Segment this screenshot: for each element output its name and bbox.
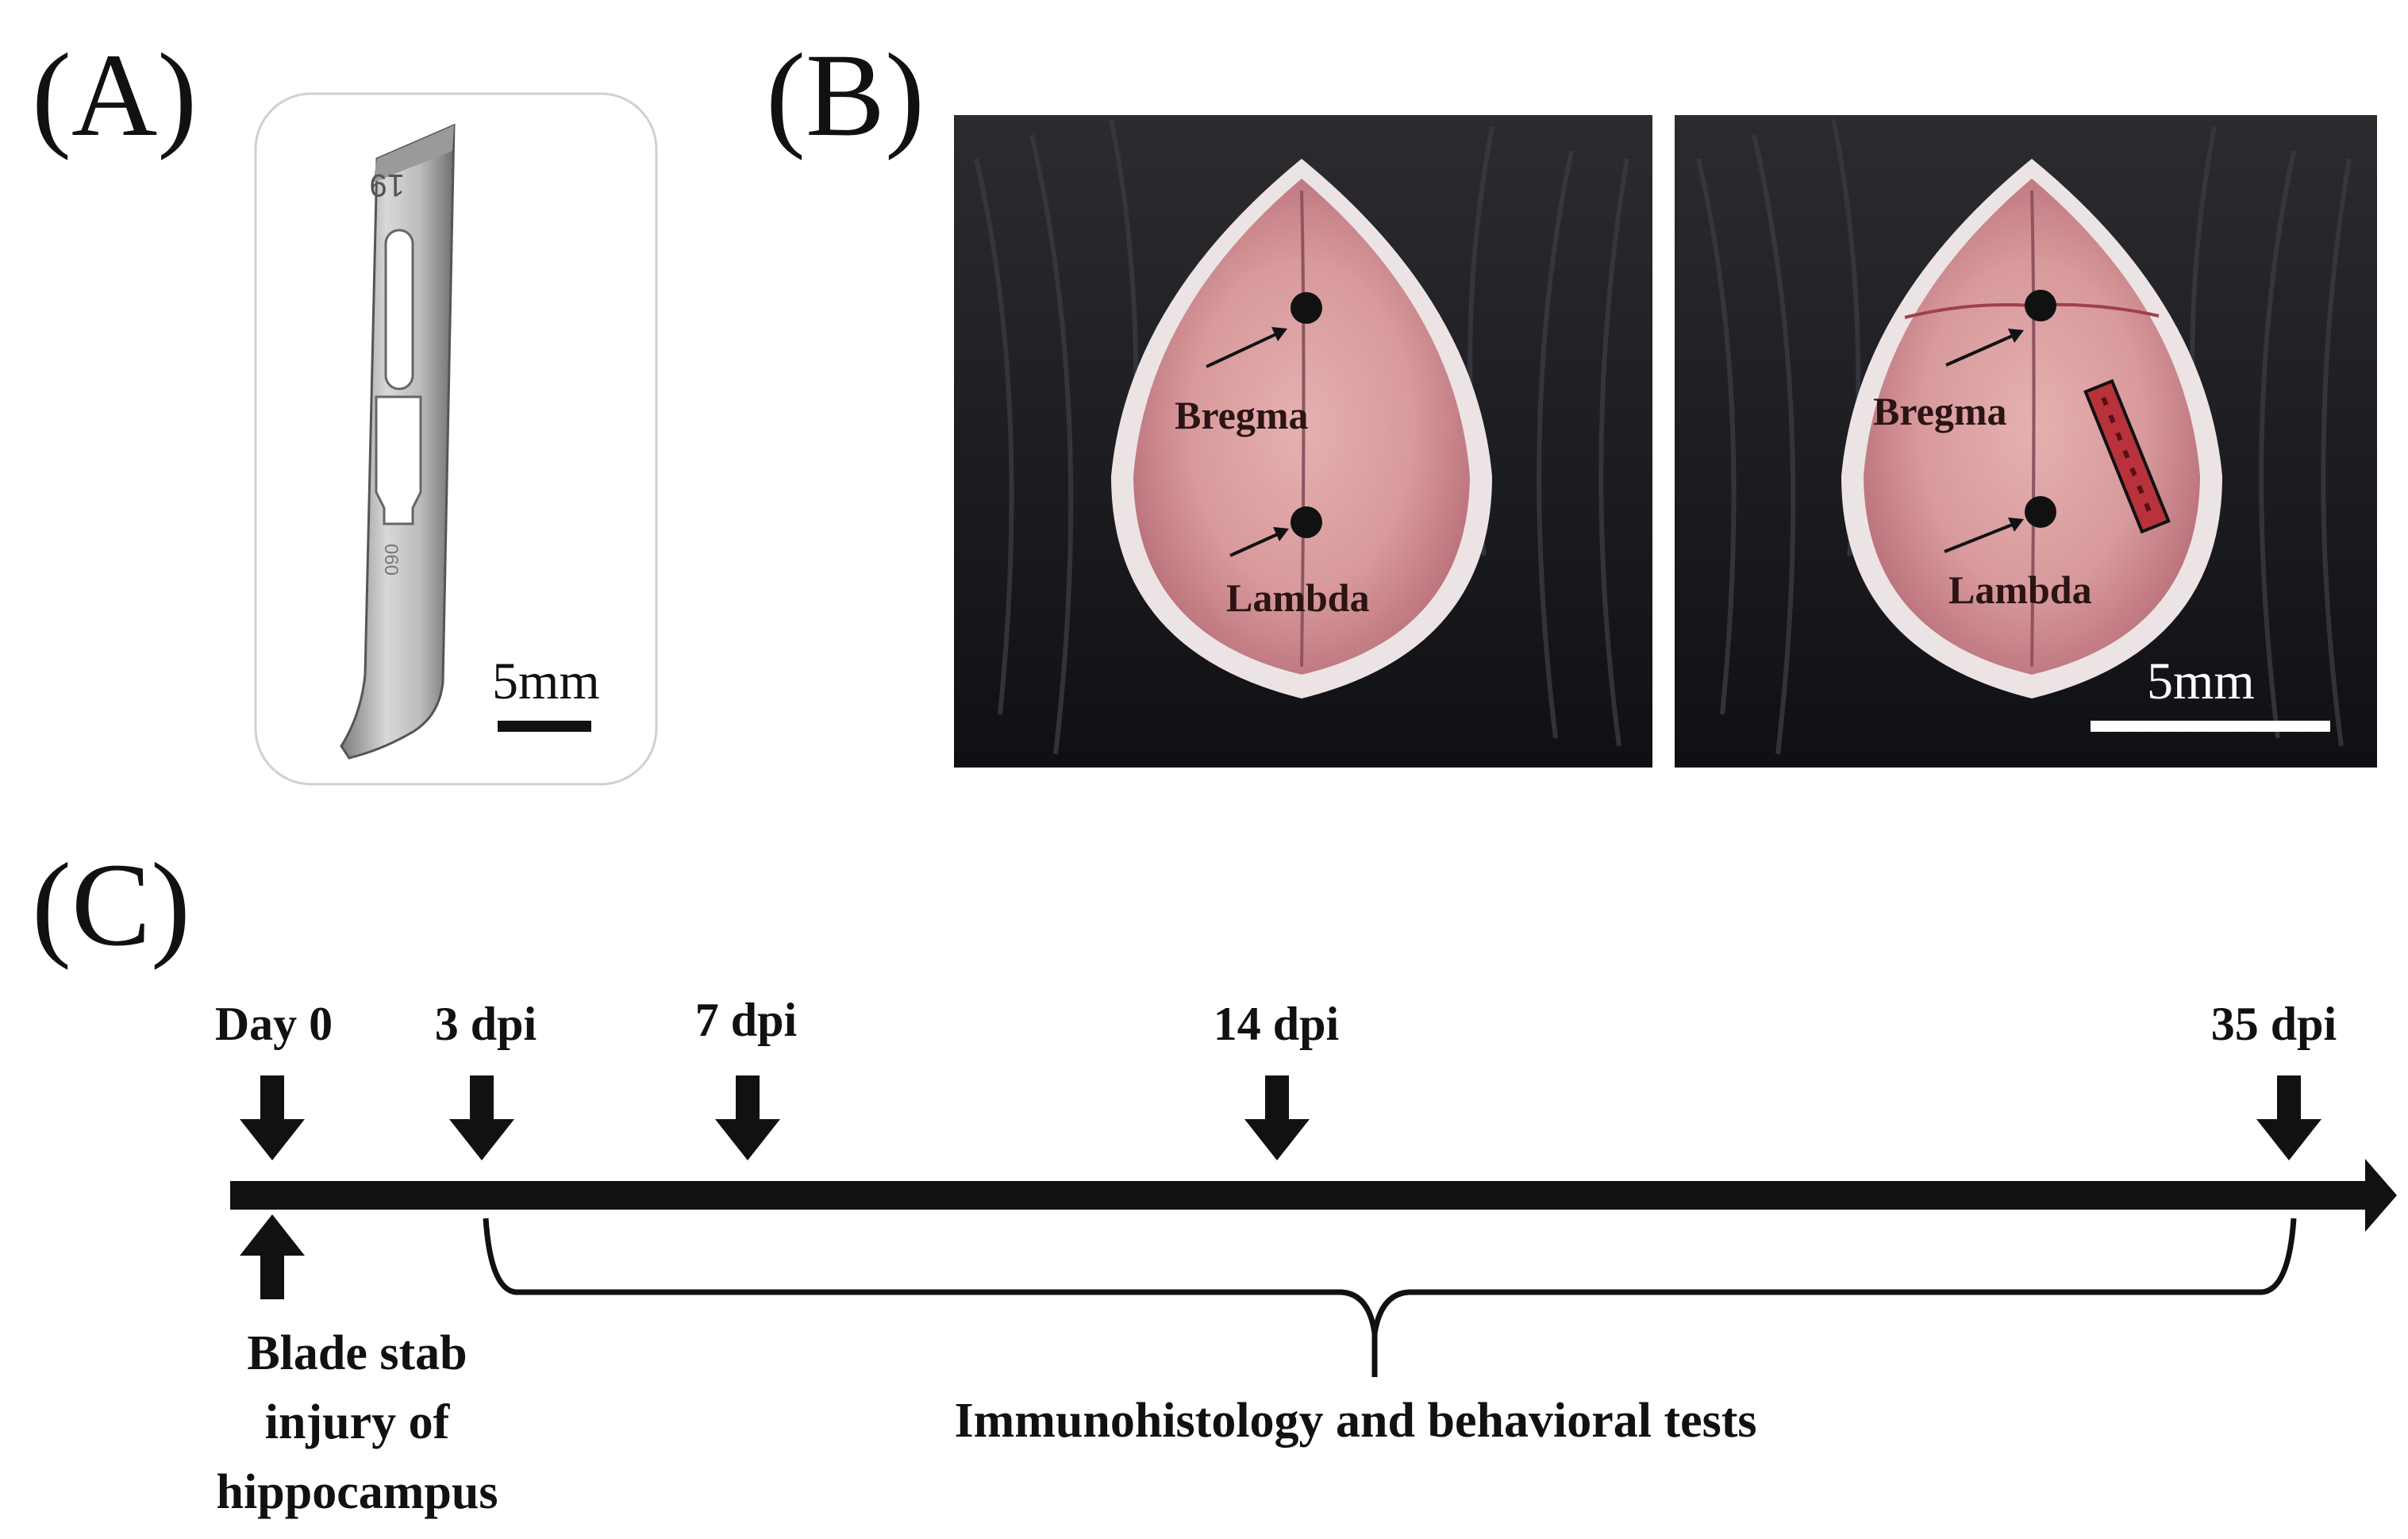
down-arrow-7dpi: [715, 1075, 780, 1160]
panel-c: (C) Day 0 3 dpi 7 dpi 14 dpi 35 dpi Blad…: [32, 839, 2397, 1519]
test-period-bracket: [483, 1218, 2297, 1377]
timepoint-label-7dpi: 7 dpi: [695, 994, 797, 1046]
injury-note-line1: Blade stab: [247, 1326, 467, 1380]
panel-a: (A) 19 060 5mm: [32, 29, 658, 786]
panel-b-scale-bar: [2091, 721, 2330, 732]
timepoint-label-35dpi: 35 dpi: [2211, 998, 2337, 1050]
blade-number: 19: [370, 167, 406, 202]
panel-c-label: (C): [32, 839, 190, 971]
down-arrow-35dpi: [2256, 1075, 2321, 1160]
lambda-label-right: Lambda: [1948, 568, 2092, 612]
skull-photo-left: Bregma Lambda: [954, 115, 1652, 768]
timeline-arrowhead: [2365, 1159, 2397, 1232]
bregma-dot-left: [1291, 292, 1322, 324]
scalpel-blade-image: 19 060: [340, 123, 456, 760]
panel-b: (B) Bregma Lambda: [766, 29, 2377, 768]
timepoint-label-14dpi: 14 dpi: [1214, 998, 1339, 1050]
timeline-axis: [230, 1181, 2373, 1210]
panel-a-scale-bar: [498, 721, 591, 732]
lambda-label-left: Lambda: [1226, 575, 1370, 620]
injury-note-line2: injury of: [265, 1395, 451, 1449]
down-arrow-day0: [240, 1075, 305, 1160]
skull-photo-right: Bregma Lambda 5mm: [1675, 115, 2377, 768]
up-arrow-injury: [240, 1214, 305, 1299]
bregma-dot-right: [2025, 290, 2056, 321]
panel-b-label: (B): [766, 29, 925, 161]
panel-a-label: (A): [32, 29, 197, 161]
stab-injury-marker: [2083, 379, 2171, 534]
blade-etching: 060: [380, 544, 402, 575]
down-arrow-14dpi: [1244, 1075, 1310, 1160]
lambda-dot-left: [1291, 506, 1322, 538]
blade-slot: [384, 229, 414, 391]
panel-a-scale-label: 5mm: [492, 652, 600, 710]
timepoint-label-day0: Day 0: [215, 998, 333, 1050]
bregma-label-left: Bregma: [1175, 393, 1308, 437]
blade-frame: [254, 92, 658, 786]
panel-b-scale-label: 5mm: [2147, 652, 2255, 710]
bracket-label: Immunohistology and behavioral tests: [954, 1394, 1756, 1448]
timepoint-label-3dpi: 3 dpi: [435, 998, 537, 1050]
lambda-dot-right: [2025, 496, 2056, 528]
bregma-label-right: Bregma: [1873, 389, 2006, 433]
injury-note-line3: hippocampus: [217, 1465, 498, 1519]
down-arrow-3dpi: [449, 1075, 514, 1160]
